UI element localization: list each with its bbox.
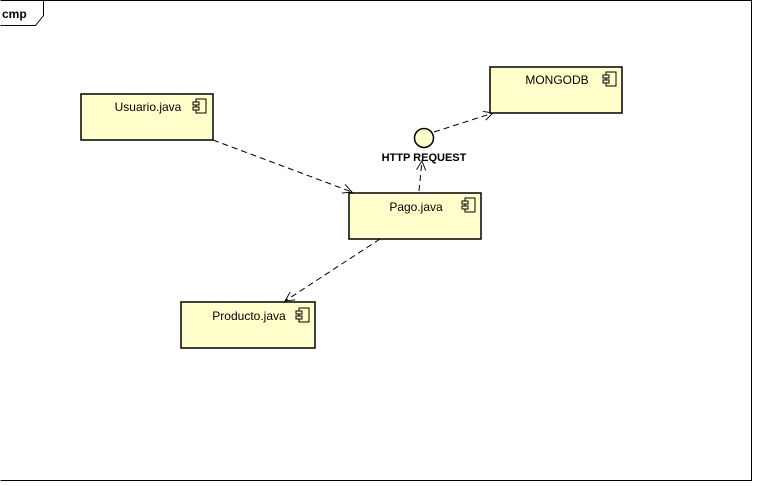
component-icon bbox=[461, 197, 476, 213]
component-producto[interactable]: Producto.java bbox=[180, 301, 316, 349]
component-pago[interactable]: Pago.java bbox=[348, 192, 482, 240]
frame-border bbox=[0, 0, 752, 481]
interface-label: HTTP REQUEST bbox=[382, 152, 467, 164]
component-label: MONGODB bbox=[525, 73, 588, 87]
dependency-pago-to-producto bbox=[285, 238, 381, 301]
frame-tag-label: cmp bbox=[2, 7, 27, 21]
component-box bbox=[489, 66, 623, 114]
component-label: Usuario.java bbox=[115, 100, 182, 114]
frame-tag bbox=[0, 0, 44, 26]
diagram-frame: cmp bbox=[0, 0, 752, 481]
component-usuario[interactable]: Usuario.java bbox=[80, 93, 214, 141]
dependency-http-request-to-mongodb bbox=[433, 113, 493, 133]
component-mongodb[interactable]: MONGODB bbox=[489, 66, 623, 114]
dependency-usuario-to-pago bbox=[212, 139, 352, 192]
dependency-pago-to-http-request bbox=[419, 161, 422, 192]
dependency-edges bbox=[212, 113, 493, 301]
component-box bbox=[80, 93, 214, 141]
interface-http-request[interactable]: HTTP REQUEST bbox=[382, 127, 467, 165]
component-label: Pago.java bbox=[389, 200, 443, 214]
component-box bbox=[348, 192, 482, 240]
component-icon bbox=[295, 307, 310, 323]
component-box bbox=[180, 301, 316, 349]
interface-lollipop-icon bbox=[413, 127, 435, 149]
component-label: Producto.java bbox=[212, 309, 286, 323]
component-icon bbox=[192, 98, 207, 114]
component-icon bbox=[602, 71, 617, 87]
